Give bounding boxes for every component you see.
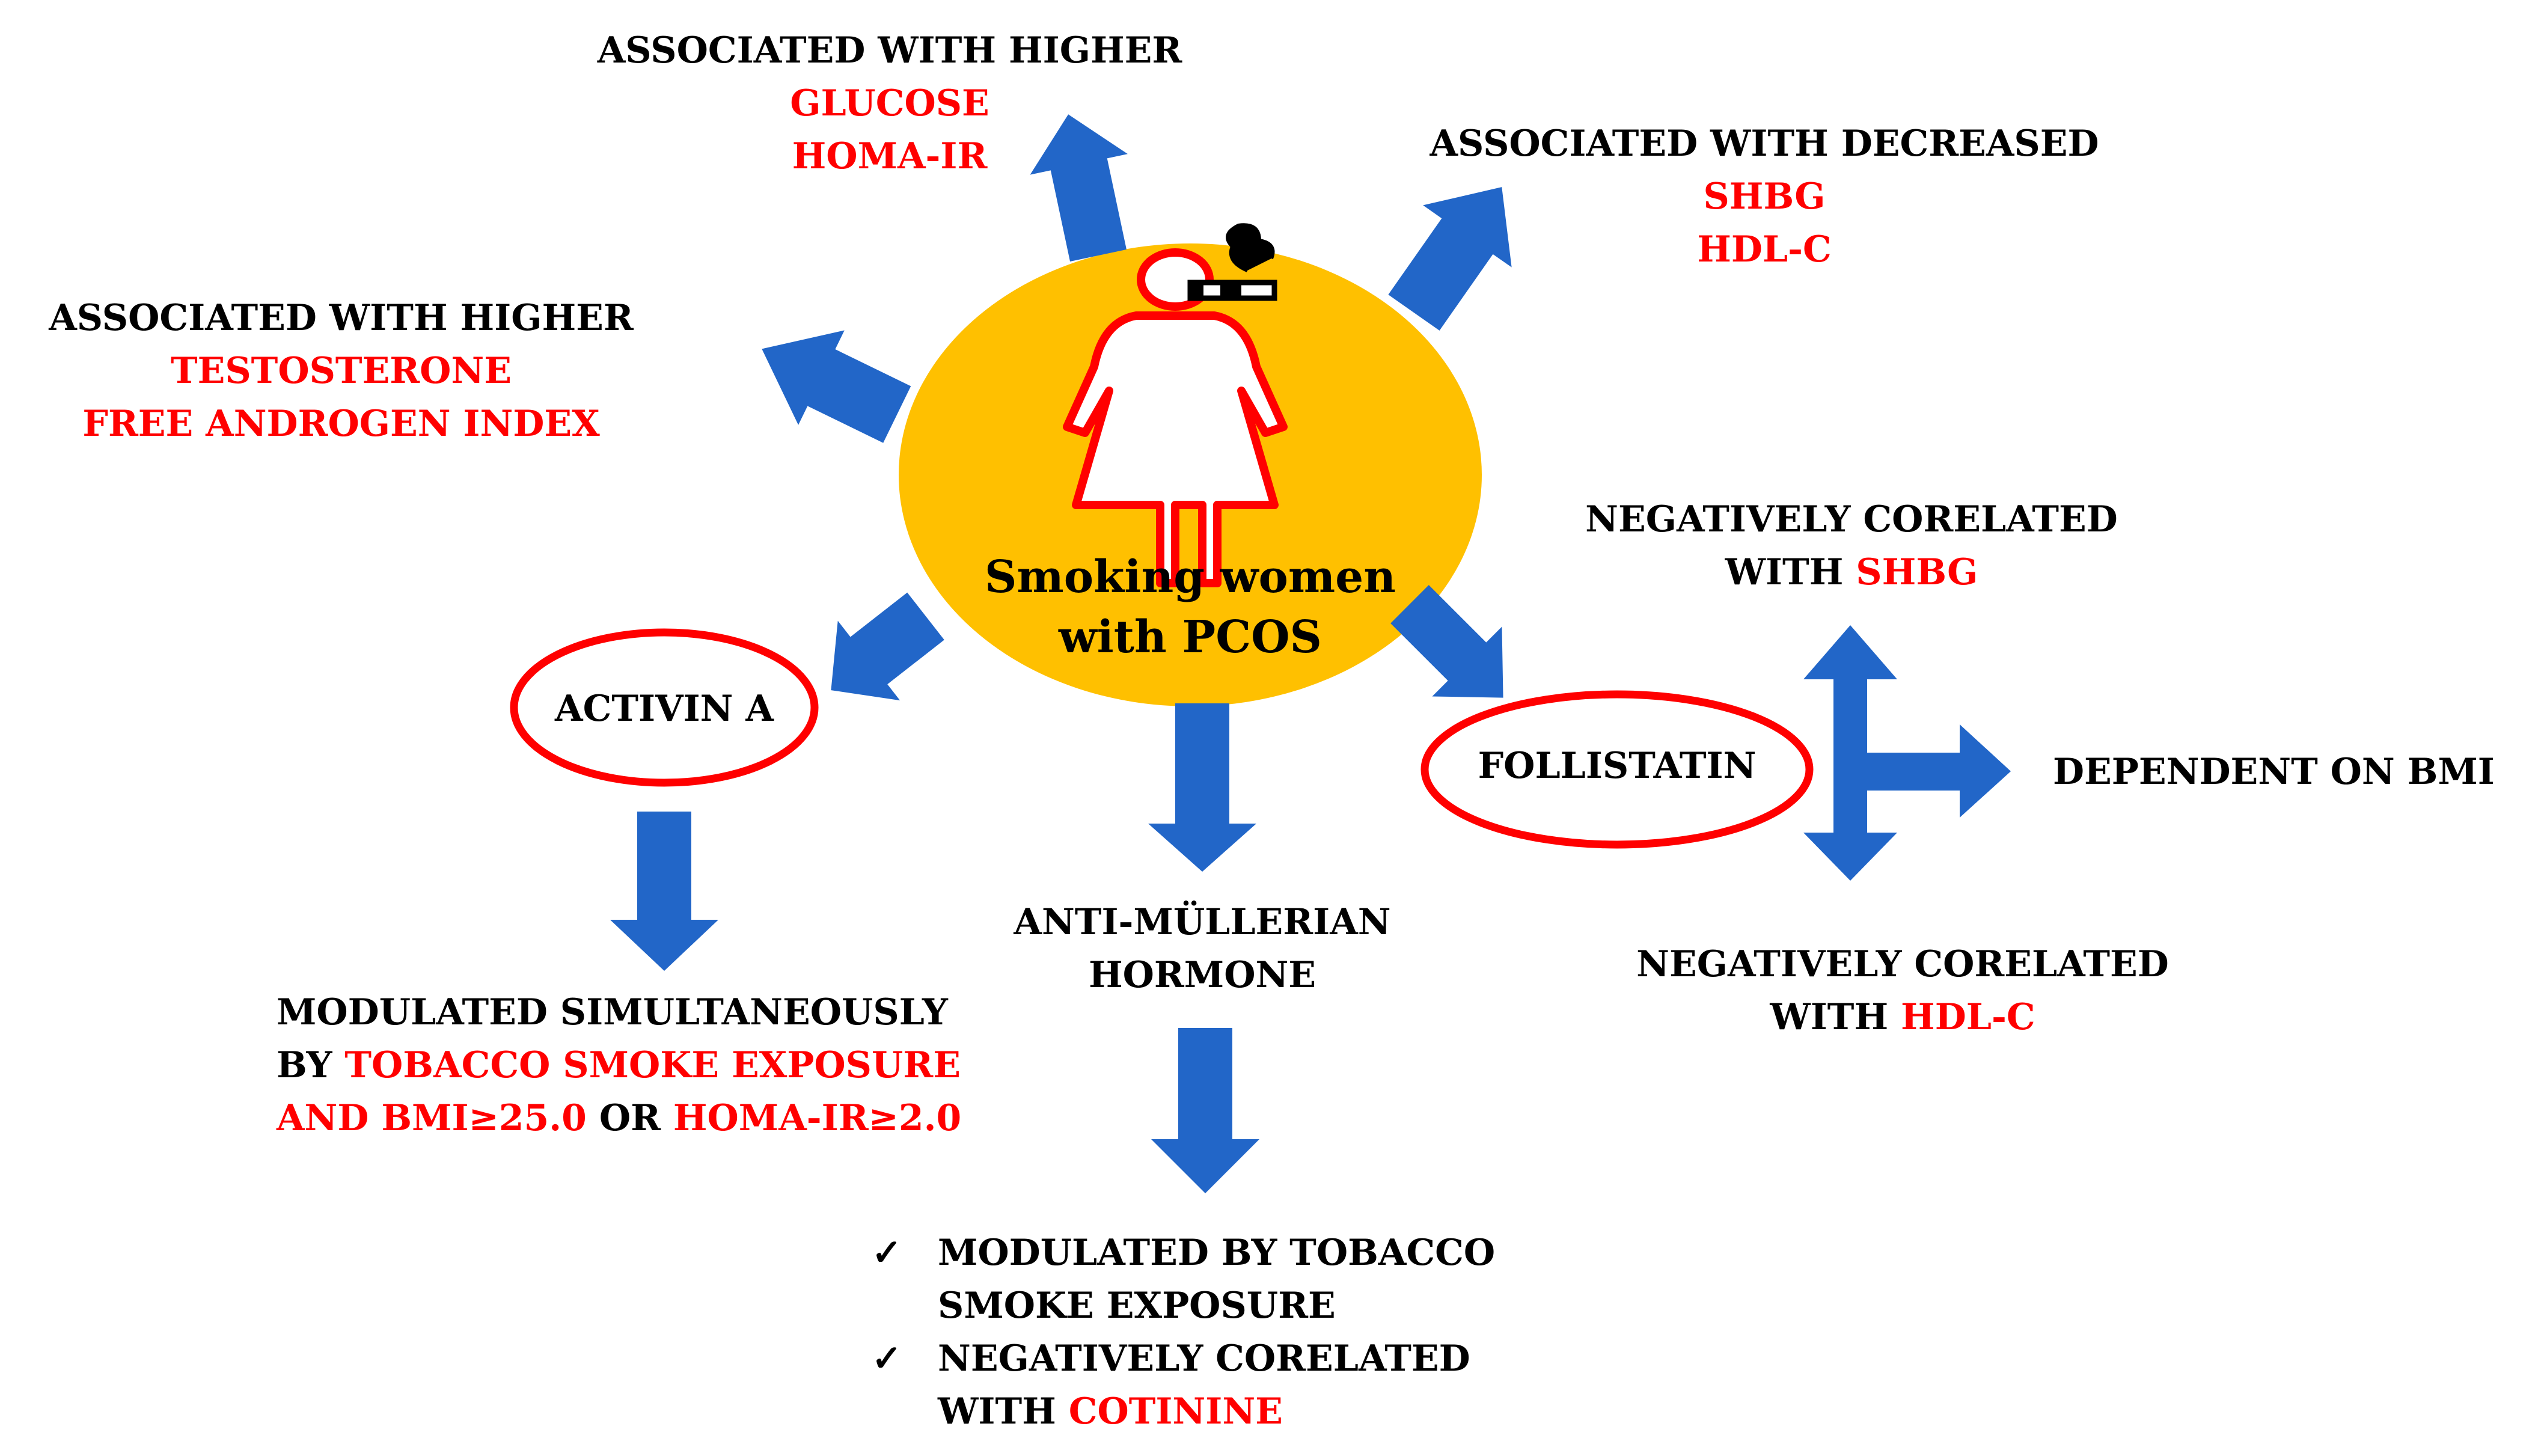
center-line-1: Smoking women — [984, 551, 1396, 603]
top-left-item-2: HOMA-IR — [792, 135, 988, 177]
arrow-lower-right — [1390, 585, 1503, 698]
activin-desc-homa: HOMA-IR≥2.0 — [673, 1097, 962, 1139]
amh-bullet-2-line-1: NEGATIVELY CORELATED — [938, 1338, 1470, 1380]
follistatin-top-shbg: SHBG — [1856, 551, 1978, 593]
follistatin-top-line-1: NEGATIVELY CORELATED — [1585, 498, 2118, 540]
left-item-2: FREE ANDROGEN INDEX — [82, 403, 600, 445]
follistatin-top-with: WITH — [1725, 551, 1844, 593]
top-left-item-1: GLUCOSE — [790, 82, 989, 124]
activin-desc-or: OR — [599, 1097, 661, 1139]
cigarette-icon — [1187, 223, 1277, 301]
top-right-heading: ASSOCIATED WITH DECREASED — [1430, 123, 2099, 165]
arrow-down-activin — [610, 812, 718, 971]
arrow-top-left — [1030, 114, 1128, 262]
follistatin-ellipse — [1420, 690, 1814, 849]
arrow-top-right — [1388, 187, 1512, 331]
follistatin-right: DEPENDENT ON BMI — [2053, 751, 2495, 793]
activin-desc-tobacco: TOBACCO SMOKE EXPOSURE — [344, 1044, 961, 1086]
arrow-down-amh — [1151, 1028, 1259, 1193]
top-right-item-1: SHBG — [1703, 176, 1826, 218]
checkmark-icon: ✓ — [872, 1232, 902, 1274]
amh-bullet-1-line-1: MODULATED BY TOBACCO — [938, 1232, 1496, 1274]
top-right-item-2: HDL-C — [1697, 228, 1832, 271]
top-right-group: ASSOCIATED WITH DECREASED SHBG HDL-C — [1389, 117, 2140, 276]
amh-bullet-1: ✓ MODULATED BY TOBACCO SMOKE EXPOSURE — [872, 1226, 1495, 1332]
activin-desc-by: BY — [277, 1044, 332, 1086]
amh-label: ANTI-MÜLLERIAN HORMONE — [938, 896, 1467, 1002]
checkmark-icon: ✓ — [872, 1338, 902, 1380]
amh-bullet-2-cotinine: COTININE — [1068, 1390, 1283, 1433]
follistatin-bottom-with: WITH — [1770, 996, 1889, 1038]
activin-description: MODULATED SIMULTANEOUSLY BY TOBACCO SMOK… — [277, 986, 961, 1145]
center-line-2: with PCOS — [1058, 611, 1322, 663]
follistatin-bottom-line-1: NEGATIVELY CORELATED — [1636, 943, 2169, 985]
follistatin-label: FOLLISTATIN — [1478, 745, 1757, 787]
center-label: Smoking women with PCOS — [950, 547, 1431, 667]
left-group: ASSOCIATED WITH HIGHER TESTOSTERONE FREE… — [12, 292, 670, 450]
left-heading: ASSOCIATED WITH HIGHER — [49, 297, 634, 339]
arrow-down-center — [1148, 703, 1256, 872]
amh-bullet-list: ✓ MODULATED BY TOBACCO SMOKE EXPOSURE ✓ … — [872, 1226, 1495, 1438]
follistatin-top: NEGATIVELY CORELATED WITH SHBG — [1551, 493, 2152, 599]
arrow-lower-left — [831, 592, 944, 701]
follistatin-bottom-hdlc: HDL-C — [1901, 996, 2035, 1038]
activin-ellipse — [510, 628, 819, 787]
activin-desc-line-1: MODULATED SIMULTANEOUSLY — [277, 991, 948, 1033]
activin-label: ACTIVIN A — [555, 688, 774, 730]
activin-desc-bmi: AND BMI≥25.0 — [277, 1097, 587, 1139]
amh-label-line-1: ANTI-MÜLLERIAN — [1014, 901, 1391, 943]
amh-bullet-1-line-2: SMOKE EXPOSURE — [938, 1285, 1336, 1327]
top-left-heading: ASSOCIATED WITH HIGHER — [597, 29, 1182, 72]
follistatin-bottom: NEGATIVELY CORELATED WITH HDL-C — [1602, 938, 2203, 1044]
top-left-group: ASSOCIATED WITH HIGHER GLUCOSE HOMA-IR — [517, 24, 1262, 183]
left-item-1: TESTOSTERONE — [170, 350, 512, 392]
amh-label-line-2: HORMONE — [1088, 954, 1316, 996]
amh-bullet-2: ✓ NEGATIVELY CORELATED WITH COTININE — [872, 1332, 1495, 1438]
amh-bullet-2-with: WITH — [938, 1390, 1056, 1433]
arrows — [610, 114, 2011, 1193]
arrow-follistatin-cross — [1803, 625, 2011, 881]
arrow-left — [762, 330, 911, 443]
